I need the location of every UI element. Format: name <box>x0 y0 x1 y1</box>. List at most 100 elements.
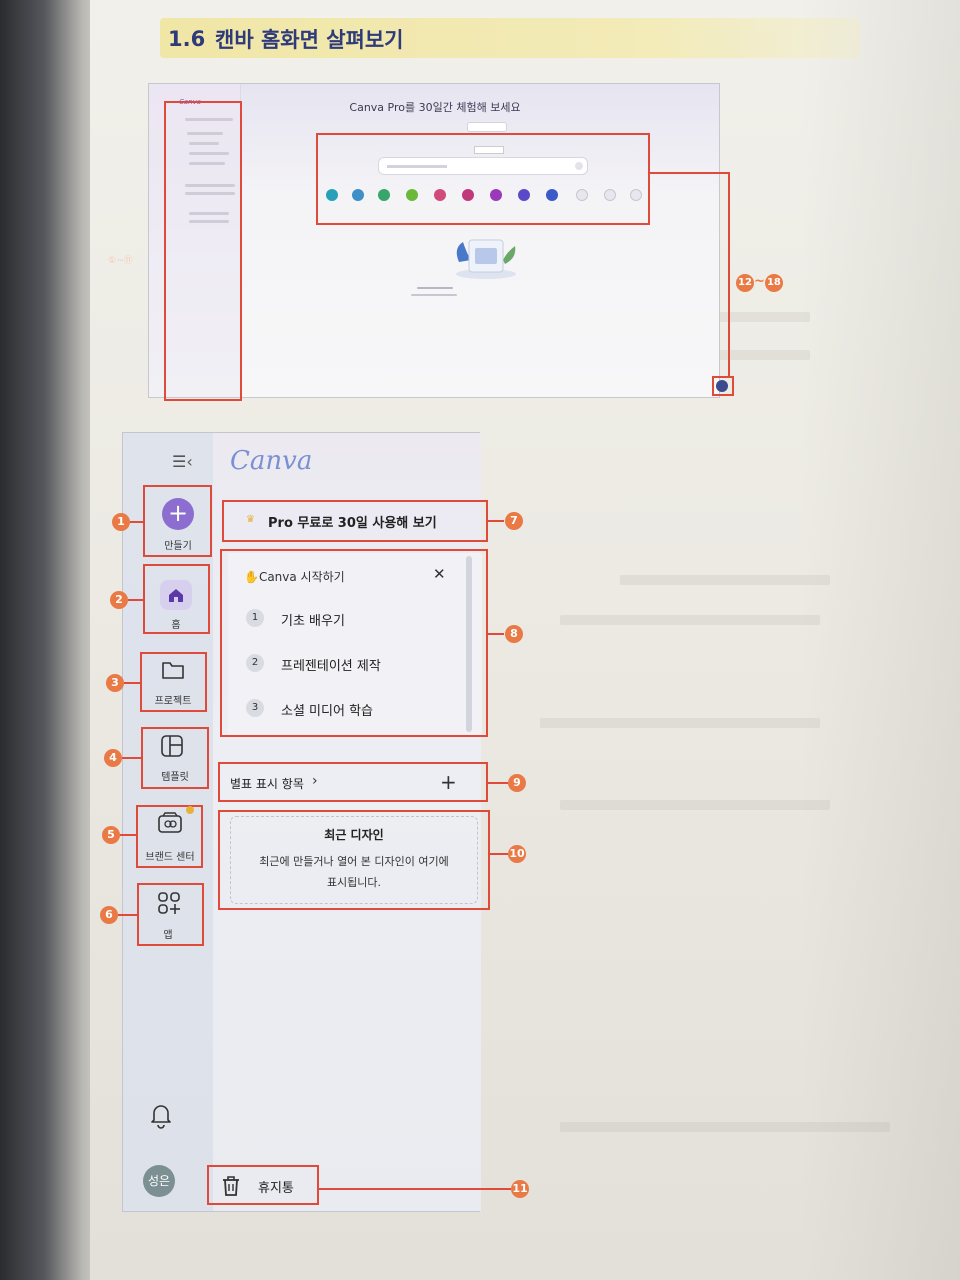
trash-label: 휴지통 <box>258 1181 294 1196</box>
collapse-menu-icon[interactable]: ☰‹ <box>172 452 193 471</box>
brand-kit-icon <box>158 812 182 833</box>
sidebar-item-create[interactable] <box>143 485 212 557</box>
sidebar-item-apps[interactable] <box>137 883 204 946</box>
bleed-through-text <box>560 1122 890 1132</box>
bleed-through-text <box>540 718 820 728</box>
mini-category-icon[interactable] <box>604 189 616 201</box>
search-area-callout-box <box>316 133 650 225</box>
getting-started-callout-box <box>220 549 488 737</box>
avatar[interactable]: 성은 <box>143 1165 175 1197</box>
mini-help-icon[interactable] <box>716 380 728 392</box>
bleed-through-text <box>560 800 830 810</box>
callout-line <box>488 782 508 784</box>
callout-line <box>128 599 143 601</box>
chevron-right-icon[interactable]: › <box>312 773 318 789</box>
pro-trial-text: Pro 무료로 30일 사용해 보기 <box>268 516 437 531</box>
getting-started-card <box>228 553 482 735</box>
section-header-bar <box>160 18 860 58</box>
mini-search-input[interactable] <box>378 157 588 175</box>
mini-empty-line <box>411 294 457 296</box>
step-label[interactable]: 기초 배우기 <box>281 614 345 629</box>
help-button-callout-box <box>712 376 734 396</box>
sidebar-item-templates[interactable] <box>141 727 209 789</box>
starred-section[interactable] <box>218 762 488 802</box>
recent-designs-callout-box <box>218 810 490 910</box>
recent-designs-title: 최근 디자인 <box>324 828 384 842</box>
mini-heading: Canva Pro를 30일간 체험해 보세요 <box>349 101 521 114</box>
sidebar-item-label: 만들기 <box>164 541 192 552</box>
mini-category-icon[interactable] <box>352 189 364 201</box>
callout-line <box>728 172 730 378</box>
sidebar-item-brand-center[interactable] <box>136 805 203 868</box>
close-icon[interactable]: ✕ <box>433 565 446 583</box>
section-number: 1.6 <box>168 27 206 51</box>
callout-badge: 10 <box>508 845 526 863</box>
getting-started-title: ✋Canva 시작하기 <box>244 570 345 584</box>
step-label[interactable]: 소셜 미디어 학습 <box>281 704 373 719</box>
bell-icon[interactable] <box>147 1100 175 1130</box>
mini-category-icon[interactable] <box>434 189 446 201</box>
section-title: 캔바 홈화면 살펴보기 <box>215 28 404 52</box>
mini-text-line <box>187 132 223 135</box>
trash-button[interactable] <box>207 1165 319 1205</box>
callout-badge: 8 <box>505 625 523 643</box>
sidebar-item-home[interactable] <box>143 564 210 634</box>
callout-badge: 3 <box>106 674 124 692</box>
mini-tab[interactable] <box>438 146 472 154</box>
callout-line <box>488 633 504 635</box>
mini-tab[interactable] <box>508 146 538 154</box>
callout-badge: 2 <box>110 591 128 609</box>
apps-icon <box>158 892 180 914</box>
bleed-through-text <box>560 615 820 625</box>
mini-category-icon[interactable] <box>490 189 502 201</box>
callout-badge-range: 12~18 <box>736 274 783 292</box>
mini-text-line <box>185 184 235 187</box>
trash-icon <box>223 1176 239 1196</box>
callout-badge: 9 <box>508 774 526 792</box>
wave-hand-icon: ✋ <box>244 570 259 584</box>
mini-category-icon[interactable] <box>518 189 530 201</box>
mini-category-icon[interactable] <box>378 189 390 201</box>
mini-text-line <box>189 162 225 165</box>
mini-text-line <box>185 118 233 121</box>
home-icon-tile <box>160 580 192 610</box>
bleed-through-text <box>620 575 830 585</box>
sidebar-item-label: 프로젝트 <box>154 696 192 707</box>
mini-trial-button[interactable] <box>467 122 507 132</box>
mini-tab[interactable] <box>474 146 504 154</box>
mini-category-icon[interactable] <box>326 189 338 201</box>
mini-category-icon[interactable] <box>462 189 474 201</box>
mini-text-line <box>189 142 219 145</box>
mini-illustration <box>456 239 516 279</box>
callout-badge: 6 <box>100 906 118 924</box>
scrollbar[interactable] <box>466 556 472 732</box>
mini-category-icon[interactable] <box>406 189 418 201</box>
step-label[interactable]: 프레젠테이션 제작 <box>281 659 381 674</box>
add-icon[interactable]: + <box>440 770 457 794</box>
recent-designs-description: 최근에 만들거나 열어 본 디자인이 여기에 표시됩니다. <box>259 855 449 889</box>
plus-icon: + <box>162 498 194 530</box>
mini-tab-row <box>438 146 548 154</box>
mini-category-icon[interactable] <box>546 189 558 201</box>
sidebar-item-label: 홈 <box>171 620 181 631</box>
folder-icon <box>162 662 184 679</box>
callout-badge: 4 <box>104 749 122 767</box>
sidebar-item-label: 브랜드 센터 <box>145 852 195 863</box>
pro-trial-banner[interactable] <box>222 500 488 542</box>
faint-callout-label: ①~⑪ <box>108 256 133 266</box>
mini-category-icon[interactable] <box>630 189 642 201</box>
mini-text-line <box>189 152 229 155</box>
step-number: 1 <box>246 609 264 627</box>
template-icon <box>161 735 183 757</box>
callout-line <box>120 834 136 836</box>
recent-designs-placeholder <box>230 816 478 904</box>
sidebar-callout-box <box>164 101 242 401</box>
mini-text-line <box>185 192 235 195</box>
mini-category-icon[interactable] <box>576 189 588 201</box>
home-icon <box>169 589 183 602</box>
callout-badge: 1 <box>112 513 130 531</box>
callout-line <box>122 757 141 759</box>
sidebar-item-projects[interactable] <box>140 652 207 712</box>
step-number: 3 <box>246 699 264 717</box>
sidebar-item-label: 템플릿 <box>161 772 189 783</box>
